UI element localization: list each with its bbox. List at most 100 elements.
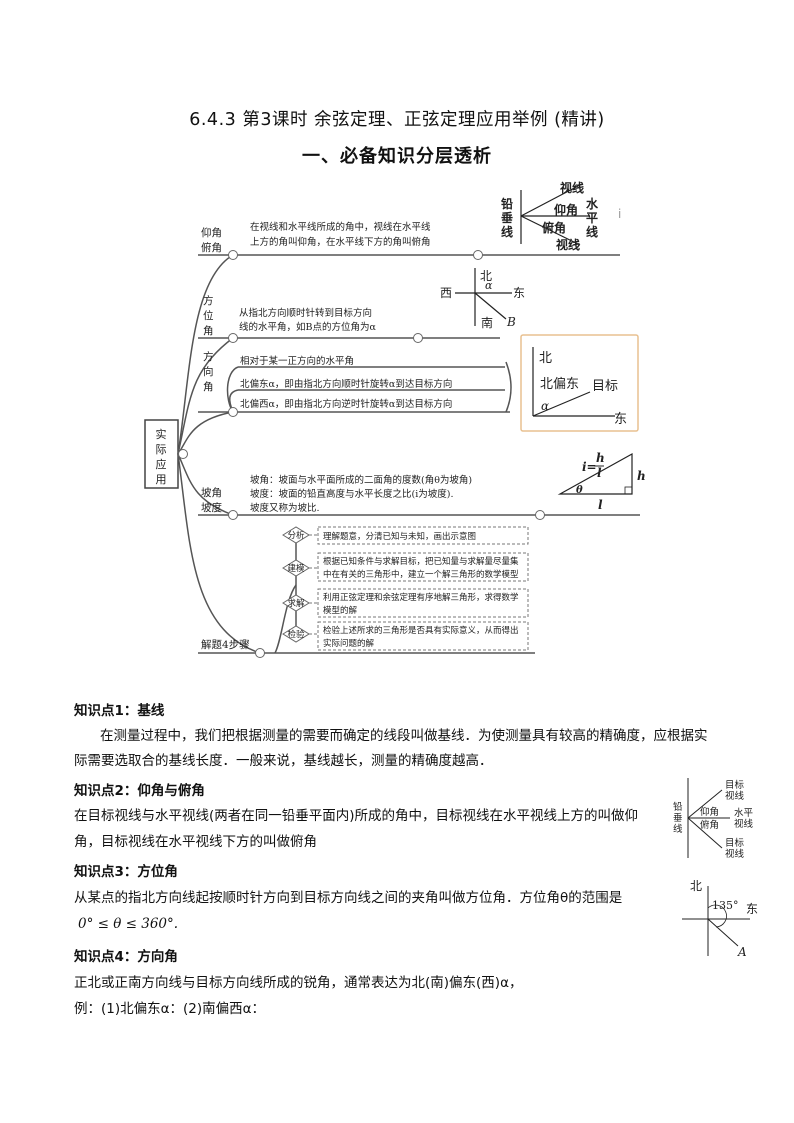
kp2-fig-vertical-2: 垂: [673, 812, 683, 824]
direction-item-1: 相对于某一正方向的水平角: [240, 355, 354, 367]
slope-desc-1: 坡角：坡面与水平面所成的二面角的度数(角θ为坡角): [250, 474, 472, 486]
steps-label: 解题4步骤: [201, 638, 250, 651]
kp3-fig-angle: 135°: [712, 899, 739, 912]
direction-label-2: 向: [203, 365, 214, 378]
root-char-4: 用: [156, 473, 167, 486]
bearing-desc-1: 从指北方向顺时针转到目标方向: [239, 307, 372, 319]
elev-fig-sight-top: 视线: [560, 180, 584, 195]
direction-label-3: 角: [203, 381, 214, 393]
kp4-line-1: 正北或正南方向线与目标方向线所成的锐角，通常表达为北(南)偏东(西)α，: [74, 975, 523, 991]
slope-fig-l: l: [598, 498, 603, 512]
step-model-text-2: 中在有关的三角形中，建立一个解三角形的数学模型: [323, 569, 519, 580]
bearing-fig-alpha: α: [485, 279, 493, 292]
bearing-label-2: 位: [203, 309, 214, 322]
step-analyze-label: 分析: [287, 530, 305, 541]
step-check-text-2: 实际问题的解: [323, 638, 375, 649]
kp2-fig-target-top-2: 视线: [725, 790, 745, 802]
elev-label-2: 俯角: [201, 241, 222, 254]
bearing-fig-west: 西: [440, 286, 452, 300]
kp3-line-1: 从某点的指北方向线起按顺时针方向到目标方向线之间的夹角叫做方位角．方位角θ的范围…: [74, 890, 623, 906]
kp1-heading: 知识点1：基线: [74, 703, 165, 719]
root-char-1: 实: [156, 427, 167, 441]
elev-fig-horizontal-1: 水: [586, 196, 599, 211]
kp2-fig-up: 仰角: [700, 806, 719, 818]
section-heading: 一、必备知识分层透析: [302, 146, 492, 167]
kp2-fig-target-bottom-1: 目标: [725, 837, 745, 849]
kp3-fig-east: 东: [746, 902, 758, 916]
kp1-line-1: 在测量过程中，我们把根据测量的需要而确定的线段叫做基线．为使测量具有较高的精确度…: [100, 728, 708, 744]
slope-fig-i: i=: [582, 460, 597, 474]
elev-fig-up: 仰角: [554, 202, 578, 217]
slope-fig-h-numerator: h: [596, 451, 605, 465]
mind-map: 实 际 应 用 仰角 俯角 在视线和水平线所成的角中，视线在水平线 上方的角叫仰…: [144, 180, 646, 658]
slope-desc-3: 坡度又称为坡比.: [250, 502, 320, 514]
steps-diagram: 分析 建模 求解 检验 理解题意，分清已知与未知，画出示意图 根据已知条件与求解…: [201, 526, 529, 651]
step-solve-text-1: 利用正弦定理和余弦定理有序地解三角形，求得数学: [323, 592, 519, 603]
kp2-fig-horizontal-1: 水平: [734, 807, 754, 819]
slope-fig-h: h: [637, 469, 646, 483]
kp4-heading: 知识点4：方向角: [74, 949, 178, 965]
elev-desc-1: 在视线和水平线所成的角中，视线在水平线: [250, 221, 431, 233]
document-title: 6.4.3 第3课时 余弦定理、正弦定理应用举例 (精讲): [189, 110, 605, 130]
bearing-figure: 北 西 东 南 B α: [440, 268, 525, 330]
kp2-fig-vertical-3: 线: [673, 823, 683, 835]
elev-label-1: 仰角: [201, 226, 222, 239]
slope-label-1: 坡角: [201, 486, 222, 499]
step-model-text-1: 根据已知条件与求解目标，把已知量与求解量尽量集: [323, 556, 519, 567]
slope-desc-2: 坡度：坡面的铅直高度与水平长度之比(i为坡度).: [250, 488, 453, 500]
kp3-fig-point-a: A: [737, 945, 747, 959]
elev-fig-vertical-1: 铅: [500, 196, 513, 211]
elev-fig-vertical-2: 垂: [501, 210, 513, 225]
bearing-fig-south: 南: [481, 315, 493, 330]
direction-item-2: 北偏东α，即由指北方向顺时针旋转α到达目标方向: [240, 378, 452, 390]
direction-fig-east: 东: [614, 412, 627, 427]
direction-item-3: 北偏西α，即由指北方向逆时针旋转α到达目标方向: [240, 398, 452, 410]
root-char-3: 应: [156, 457, 167, 471]
step-solve-text-2: 模型的解: [323, 605, 358, 616]
bearing-fig-east: 东: [513, 286, 525, 300]
bearing-label-1: 方: [203, 294, 214, 307]
elev-fig-down: 俯角: [542, 220, 566, 235]
kp2-line-1: 在目标视线与水平视线(两者在同一铅垂平面内)所成的角中，目标视线在水平视线上方的…: [74, 808, 639, 824]
elev-fig-sight-bottom: 视线: [556, 237, 580, 252]
elevation-figure: 铅 垂 线 视线 仰角 俯角 视线 水 平 线 i: [500, 180, 621, 252]
bearing-fig-north: 北: [480, 269, 492, 283]
kp4-line-2: 例：(1)北偏东α：(2)南偏西α：: [74, 1001, 266, 1017]
kp3-line-2: 0° ≤ θ ≤ 360°.: [78, 916, 179, 932]
kp2-fig-target-top-1: 目标: [725, 779, 745, 791]
kp2-line-2: 角，目标视线在水平视线下方的叫做俯角: [74, 834, 317, 850]
elev-desc-2: 上方的角叫仰角，在水平线下方的角叫俯角: [250, 236, 431, 248]
root-char-2: 际: [156, 443, 167, 456]
kp2-elevation-figure: 目标 视线 铅 垂 线 仰角 俯角 水平 视线 目标 视线: [673, 778, 754, 860]
elev-fig-horizontal-2: 平: [586, 211, 598, 225]
kp2-fig-target-bottom-2: 视线: [725, 848, 745, 860]
step-solve-label: 求解: [287, 598, 305, 609]
bearing-label-3: 角: [203, 325, 214, 337]
direction-fig-north: 北: [539, 351, 552, 366]
kp2-heading: 知识点2：仰角与俯角: [74, 783, 205, 799]
step-check-text-1: 检验上述所求的三角形是否具有实际意义，从而得出: [323, 625, 519, 636]
kp2-fig-horizontal-2: 视线: [734, 818, 754, 830]
svg-text:i: i: [618, 207, 621, 221]
direction-fig-alpha: α: [541, 399, 549, 413]
kp2-fig-vertical-1: 铅: [673, 801, 683, 813]
elev-fig-horizontal-3: 线: [586, 224, 598, 239]
slope-figure: i= h l θ h l: [557, 451, 646, 512]
bearing-fig-point-b: B: [506, 315, 516, 329]
bearing-desc-2: 线的水平角，如B点的方位角为α: [239, 321, 376, 333]
slope-label-2: 坡度: [201, 501, 222, 514]
kp2-fig-down: 俯角: [700, 819, 719, 831]
direction-fig-north-east: 北偏东: [540, 377, 579, 392]
kp3-fig-north: 北: [690, 879, 702, 893]
step-analyze-text: 理解题意，分清已知与未知，画出示意图: [323, 531, 476, 542]
direction-figure: 北 北偏东 目标 东 α: [520, 334, 639, 432]
elev-fig-vertical-3: 线: [501, 224, 513, 239]
slope-fig-l-denominator: l: [597, 466, 602, 480]
kp1-line-2: 际需要选取合的基线长度．一般来说，基线越长，测量的精确度越高．: [74, 753, 493, 769]
kp3-bearing-figure: 北 135° 东 A: [682, 879, 758, 959]
direction-label-1: 方: [203, 350, 214, 363]
slope-fig-theta: θ: [576, 485, 583, 496]
step-check-label: 检验: [287, 629, 305, 640]
step-model-label: 建模: [287, 563, 305, 574]
direction-fig-target: 目标: [592, 379, 618, 394]
